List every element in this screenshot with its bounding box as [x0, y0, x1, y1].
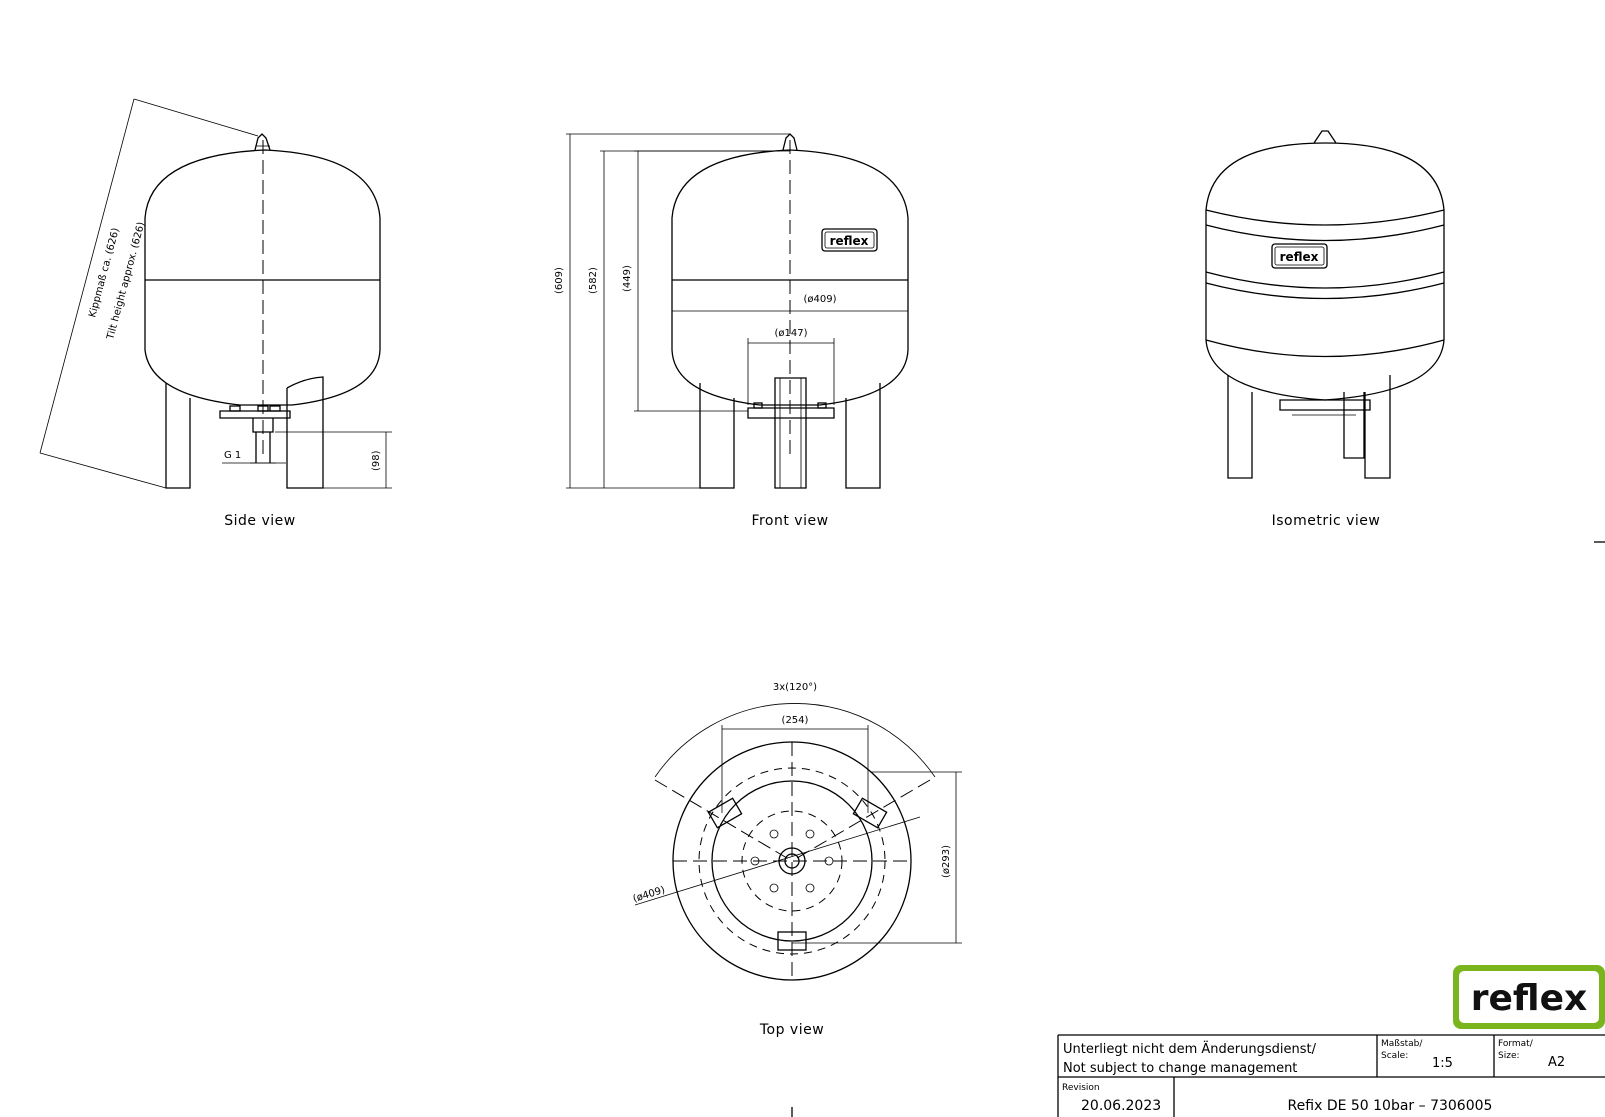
top-diameter-293-label: (ø293) [941, 845, 952, 878]
title-block: Unterliegt nicht dem Änderungsdienst/ No… [1057, 1034, 1605, 1117]
scale-label-de: Maßstab/ [1381, 1039, 1423, 1049]
scale-value: 1:5 [1432, 1056, 1453, 1071]
notice-en: Not subject to change management [1063, 1061, 1297, 1076]
tank-logo-plate: reflex [821, 228, 878, 252]
height-449-label: (449) [622, 265, 633, 292]
side-view-caption: Side view [224, 513, 295, 529]
isometric-view-caption: Isometric view [1272, 513, 1381, 529]
isometric-logo-text: reflex [1280, 250, 1319, 264]
distance-254-label: (254) [782, 715, 809, 726]
thread-label: G 1 [224, 450, 241, 461]
top-view-caption: Top view [759, 1022, 824, 1038]
diameter-409-label: (ø409) [803, 294, 836, 305]
front-view-caption: Front view [751, 513, 828, 529]
format-label-de: Format/ [1498, 1039, 1534, 1049]
revision-date: 20.06.2023 [1081, 1098, 1161, 1114]
total-height-label: (609) [554, 267, 565, 294]
brand-name: reflex [1471, 978, 1588, 1019]
brand-logo: reflex [1453, 965, 1605, 1029]
side-view: Kippmaß ca. (626) Tilt height approx. (6… [39, 98, 392, 529]
revision-label: Revision [1062, 1083, 1100, 1093]
angle-label: 3x(120°) [773, 682, 817, 693]
product-name: Refix DE 50 10bar – 7306005 [1288, 1098, 1493, 1114]
front-view: reflex (ø409) (ø147) (609) (582) (449) F… [554, 133, 909, 529]
notice-de: Unterliegt nicht dem Änderungsdienst/ [1063, 1041, 1317, 1057]
tank-logo-text: reflex [830, 234, 869, 248]
isometric-logo-plate: reflex [1271, 243, 1328, 269]
top-view: 3x(120°) (254) (ø409) (ø293) Top view [632, 682, 962, 1117]
top-diameter-409-label: (ø409) [632, 885, 667, 905]
isometric-view: reflex Isometric view [1205, 130, 1605, 543]
format-value: A2 [1548, 1055, 1565, 1070]
height-582-label: (582) [588, 267, 599, 294]
scale-label-en: Scale: [1381, 1051, 1408, 1061]
diameter-147-label: (ø147) [774, 328, 807, 339]
foot-height-label: (98) [371, 450, 382, 471]
format-label-en: Size: [1498, 1051, 1520, 1061]
